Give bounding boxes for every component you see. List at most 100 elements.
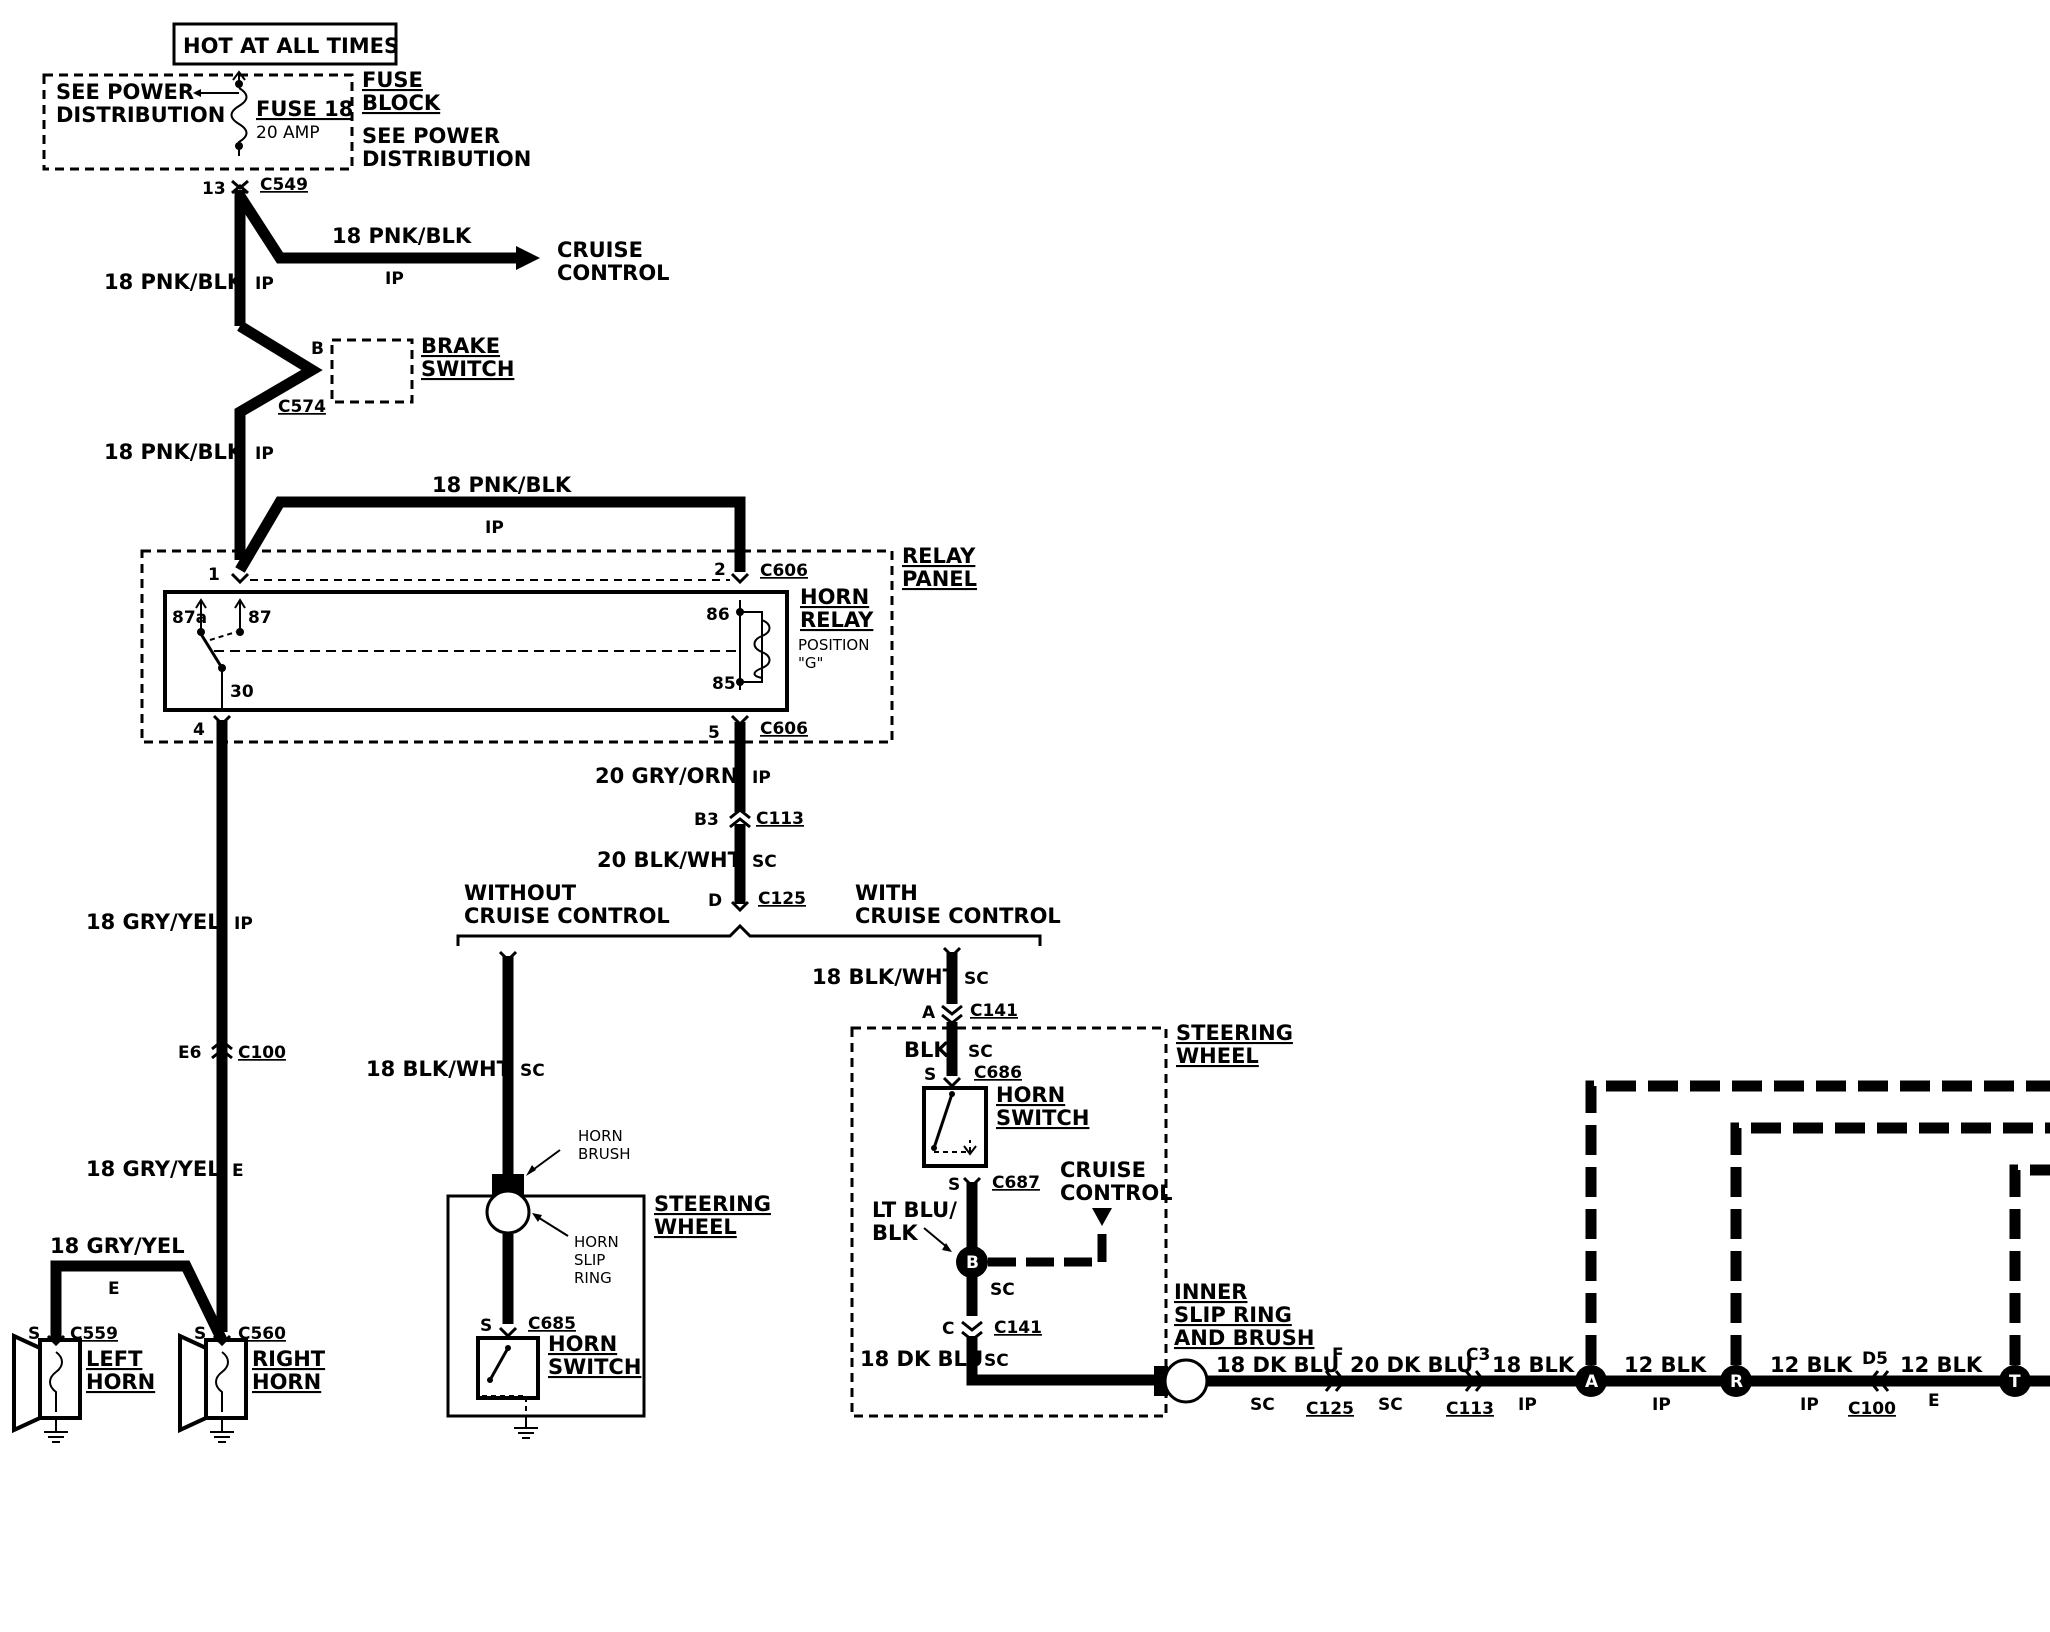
relay-pin-87: 87 <box>248 608 272 628</box>
fuse-block-label-2: BLOCK <box>362 91 441 115</box>
c687-label: C687 <box>992 1173 1040 1193</box>
lt-blu-label: LT BLU/ <box>872 1198 957 1222</box>
c606-bottom-label: C606 <box>760 719 808 739</box>
c125-bottom-conn-a <box>1324 1370 1336 1392</box>
c100-pin: E6 <box>178 1043 201 1063</box>
horn-switch-left-contact <box>487 1377 493 1383</box>
c100-bottom-conn-b <box>1878 1370 1890 1392</box>
splice-b-label: B <box>966 1253 979 1273</box>
fuse-block-box <box>42 73 354 171</box>
horn-switch-right-box <box>922 1086 988 1168</box>
c685-conn <box>498 1326 518 1339</box>
horn-switch-right-blade <box>932 1093 954 1149</box>
hot-at-all-times-label: HOT AT ALL TIMES <box>183 34 399 58</box>
relay-coil-icon <box>753 619 771 679</box>
c686-conn <box>942 1076 962 1089</box>
blk-12-b-label: 12 BLK <box>1770 1353 1853 1377</box>
blk-12-c-label: 12 BLK <box>1900 1353 1983 1377</box>
relay-pin-85: 85 <box>712 674 736 694</box>
steering-wheel-right-label: STEERING <box>1176 1021 1293 1045</box>
relay-coil-frame <box>739 611 763 683</box>
horn-switch-left-label-2: SWITCH <box>548 1355 641 1379</box>
c100-bottom-conn-a <box>1868 1370 1880 1392</box>
right-horn-body <box>204 1338 248 1420</box>
horn-relay-label-2: RELAY <box>800 608 874 632</box>
cruise-control-right-label-2: CONTROL <box>1060 1181 1173 1205</box>
relay-top-wire-label: 18 PNK/BLK <box>432 473 572 497</box>
c100-conn-lower <box>211 1048 233 1060</box>
horn-switch-right-dashed <box>934 1140 971 1153</box>
main-wire-2-label: 18 PNK/BLK <box>104 440 244 464</box>
c125-conn <box>730 900 750 913</box>
c125-bottom-conn-b <box>1334 1370 1346 1392</box>
see-power-left-label-2: DISTRIBUTION <box>56 103 225 127</box>
c113-conn-upper <box>729 808 751 820</box>
splice-t-label: T <box>2009 1372 2021 1392</box>
gry-orn-label: 20 GRY/ORN <box>595 764 738 788</box>
gry-yel-2-loc: E <box>232 1161 244 1181</box>
blk-wht-right-label: 18 BLK/WHT <box>812 965 958 989</box>
wire-relay-top <box>235 496 746 573</box>
right-horn-coil <box>215 1351 229 1412</box>
brake-switch-box <box>330 338 414 404</box>
splice-a-label: A <box>1585 1372 1599 1392</box>
blk-18-label: 18 BLK <box>1492 1353 1575 1377</box>
c100-bottom-label: C100 <box>1848 1399 1896 1419</box>
c685-label: C685 <box>528 1314 576 1334</box>
gry-yel-2-label: 18 GRY/YEL <box>86 1157 221 1181</box>
blk-12-c-loc: E <box>1928 1391 1940 1411</box>
inner-slip-ring-icon <box>1163 1358 1209 1404</box>
splice-b <box>956 1246 988 1278</box>
relay-87-arrow <box>234 598 246 609</box>
inner-slip-label: INNER <box>1174 1280 1247 1304</box>
see-power-right-label-2: DISTRIBUTION <box>362 147 531 171</box>
cruise-branch-loc: IP <box>385 269 404 289</box>
c141-top-pin: A <box>922 1003 936 1023</box>
wire-gry-yel-left <box>50 1260 227 1343</box>
see-power-right-label: SEE POWER <box>362 124 500 148</box>
relay-87-contact <box>236 628 244 636</box>
blk-sc-label: BLK <box>904 1038 950 1062</box>
c113-conn-lower <box>729 817 751 829</box>
left-horn-body <box>38 1338 82 1420</box>
steering-wheel-left-label-2: WHEEL <box>654 1215 737 1239</box>
see-power-arrowhead <box>193 89 201 97</box>
horn-switch-right-label: HORN <box>996 1083 1065 1107</box>
blk-wht-left-label: 18 BLK/WHT <box>366 1057 512 1081</box>
fuse-block-label: FUSE <box>362 68 423 92</box>
dk-blu-20-loc: SC <box>1378 1395 1403 1415</box>
main-wire-1-loc: IP <box>255 274 274 294</box>
blk-12-a-label: 12 BLK <box>1624 1353 1707 1377</box>
gry-yel-1-label: 18 GRY/YEL <box>86 910 221 934</box>
c125-bottom-pin: F <box>1332 1345 1344 1365</box>
gry-yel-3-loc: E <box>108 1279 120 1299</box>
ground-bus-dashed-3 <box>2009 1164 2050 1365</box>
left-horn-label: LEFT <box>86 1347 143 1371</box>
gry-orn-loc: IP <box>752 768 771 788</box>
horn-switch-right-contact <box>931 1145 937 1151</box>
cruise-control-right-label: CRUISE <box>1060 1158 1146 1182</box>
see-power-left-label: SEE POWER <box>56 80 194 104</box>
steering-wheel-left-box <box>446 1194 646 1418</box>
c574-label: C574 <box>278 397 326 417</box>
horn-brush-label: HORN <box>578 1127 623 1145</box>
splice-r-label: R <box>1730 1372 1743 1392</box>
c141-bottom-label: C141 <box>994 1318 1042 1338</box>
c125-pin: D <box>708 891 722 911</box>
c687-pin: S <box>948 1175 960 1195</box>
c100-label: C100 <box>238 1043 286 1063</box>
c141-top-label: C141 <box>970 1001 1018 1021</box>
c113-pin: B3 <box>694 810 719 830</box>
horn-switch-right-arrow <box>963 1145 977 1156</box>
horn-slip-label-3: RING <box>574 1269 612 1287</box>
c125-bottom-label: C125 <box>1306 1399 1354 1419</box>
brake-switch-label: BRAKE <box>421 334 500 358</box>
relay-pin-87a: 87a <box>172 608 207 628</box>
ground-bus-dashed-1 <box>1585 1080 2050 1365</box>
inner-brush-icon <box>1154 1366 1168 1396</box>
c606-top-label: C606 <box>760 561 808 581</box>
relay-87a-arrow <box>195 598 207 609</box>
horn-switch-left-label: HORN <box>548 1332 617 1356</box>
left-horn-label-2: HORN <box>86 1370 155 1394</box>
